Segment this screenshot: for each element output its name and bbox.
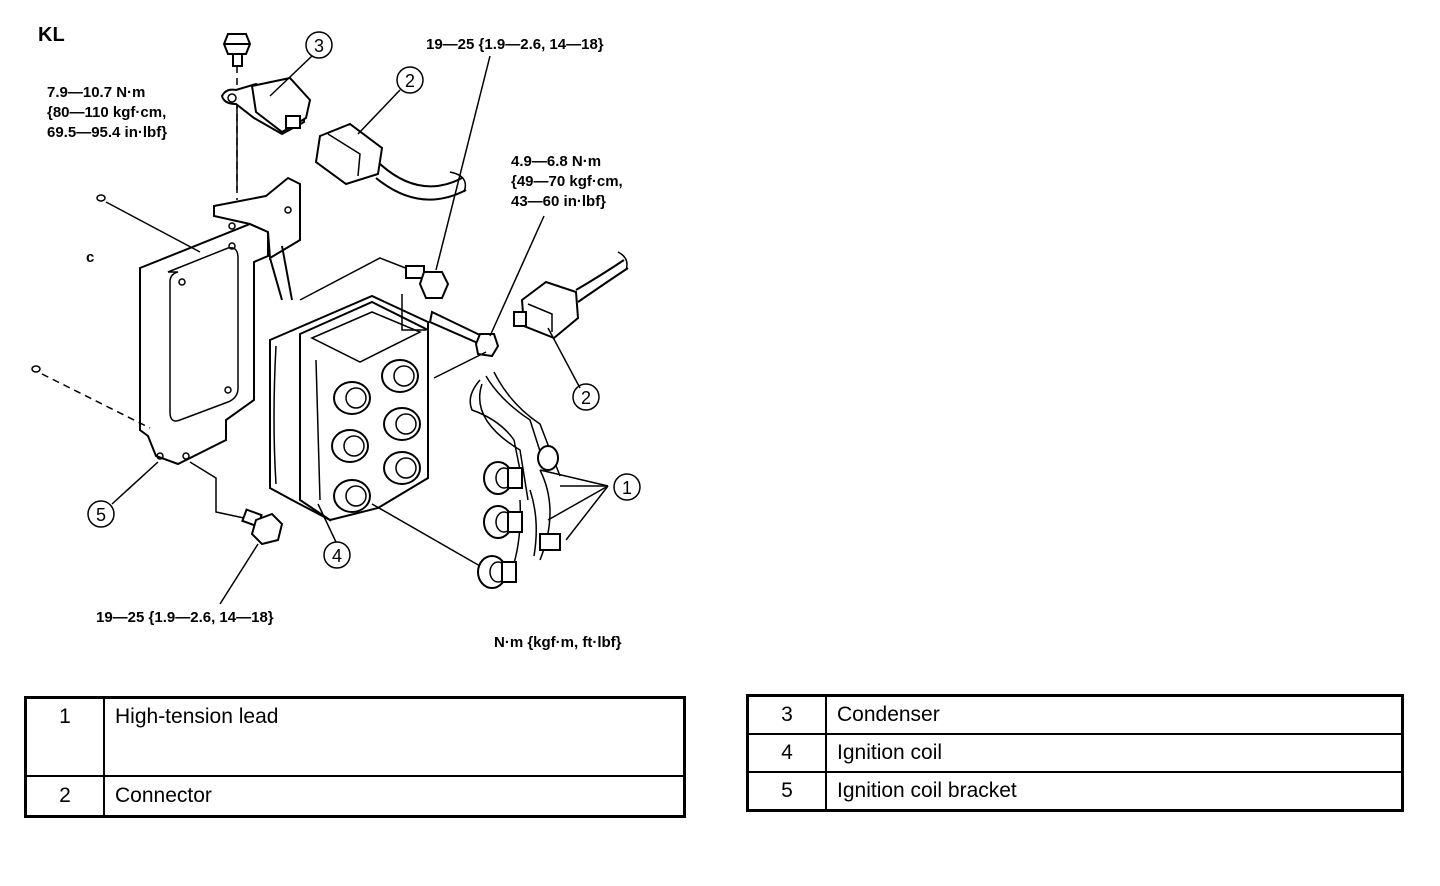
legend-row: 1 High-tension lead — [24, 696, 686, 777]
torque-label-condenser: 7.9—10.7 N·m {80—110 kgf·cm, 69.5—95.4 i… — [47, 84, 170, 141]
callout-2-upper: 2 — [396, 66, 424, 94]
legend-number: 4 — [746, 733, 827, 773]
decorative-mark: c — [86, 249, 94, 266]
coil-tower-1 — [333, 381, 371, 415]
callout-4: 4 — [323, 541, 351, 569]
connector-right-icon — [513, 251, 629, 340]
lead-boot-2 — [483, 505, 523, 539]
svg-text:2: 2 — [581, 388, 591, 408]
legend-number: 2 — [24, 775, 105, 818]
legend-table-left: 1 High-tension lead 2 Connector — [24, 696, 686, 818]
coil-tower-2 — [381, 359, 419, 393]
condenser-icon — [220, 76, 312, 136]
legend-name: Condenser — [825, 694, 1404, 735]
legend-number: 1 — [24, 696, 105, 777]
coil-top-bolt-icon — [299, 257, 450, 331]
bracket-bolt-icon — [189, 461, 284, 546]
svg-text:4: 4 — [332, 546, 342, 566]
leader-lines — [111, 55, 609, 605]
callout-2-lower: 2 — [572, 383, 600, 411]
lead-boot-1 — [483, 461, 523, 495]
units-label: N·m {kgf·m, ft·lbf} — [494, 634, 622, 651]
legend-table-right: 3 Condenser 4 Ignition coil 5 Ignition c… — [746, 694, 1404, 812]
svg-text:1: 1 — [622, 478, 632, 498]
torque-label-coil-top: 19—25 {1.9—2.6, 14—18} — [426, 36, 604, 53]
bracket-screw-lower-icon — [31, 365, 151, 429]
legend-name: High-tension lead — [103, 696, 686, 777]
coil-tower-5 — [333, 479, 371, 513]
connector-upper-icon — [314, 122, 467, 201]
coil-tower-4 — [383, 407, 421, 441]
lead-boot-3 — [477, 555, 517, 589]
torque-label-bracket: 19—25 {1.9—2.6, 14—18} — [96, 609, 274, 626]
ignition-coil-icon — [269, 294, 429, 522]
svg-text:2: 2 — [405, 71, 415, 91]
high-tension-leads-icon — [371, 371, 561, 589]
callout-5: 5 — [87, 500, 115, 528]
legend-name: Ignition coil — [825, 733, 1404, 773]
legend-name: Ignition coil bracket — [825, 771, 1404, 812]
condenser-bolt-icon — [222, 33, 252, 200]
svg-text:5: 5 — [96, 505, 106, 525]
bracket-screw-upper-icon — [96, 194, 201, 253]
legend-row: 4 Ignition coil — [746, 733, 1404, 773]
legend-name: Connector — [103, 775, 686, 818]
legend-row: 3 Condenser — [746, 694, 1404, 735]
ignition-coil-bracket-icon — [139, 176, 301, 466]
callout-1: 1 — [613, 473, 641, 501]
svg-text:3: 3 — [314, 36, 324, 56]
lead-boot-4 — [537, 445, 561, 551]
coil-side-bolt-icon — [428, 310, 500, 379]
model-label: KL — [38, 24, 65, 46]
callout-3: 3 — [305, 31, 333, 59]
legend-row: 5 Ignition coil bracket — [746, 771, 1404, 812]
torque-label-coil-side: 4.9—6.8 N·m {49—70 kgf·cm, 43—60 in·lbf} — [511, 153, 627, 210]
legend-number: 5 — [746, 771, 827, 812]
legend-row: 2 Connector — [24, 775, 686, 818]
coil-tower-3 — [331, 429, 369, 463]
coil-tower-6 — [383, 451, 421, 485]
legend-number: 3 — [746, 694, 827, 735]
